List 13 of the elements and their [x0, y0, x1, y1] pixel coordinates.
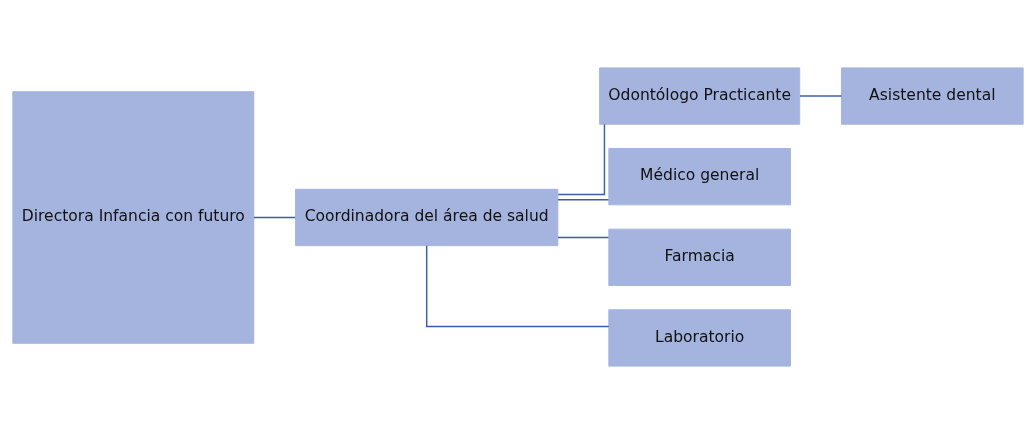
node-box: Farmacia	[608, 228, 791, 286]
node-box: Directora Infancia con futuro	[12, 90, 255, 344]
connector	[425, 244, 610, 327]
node-box: Odontólogo Practicante	[599, 66, 801, 125]
connector	[557, 123, 606, 195]
node-box: Coordinadora del área de salud	[295, 188, 559, 246]
connector	[799, 94, 843, 97]
node-box: Médico general	[608, 147, 791, 205]
node-box: Laboratorio	[608, 308, 791, 367]
connector	[253, 216, 296, 218]
connector	[557, 198, 610, 200]
node-box: Asistente dental	[841, 66, 1024, 125]
connector	[557, 236, 610, 238]
